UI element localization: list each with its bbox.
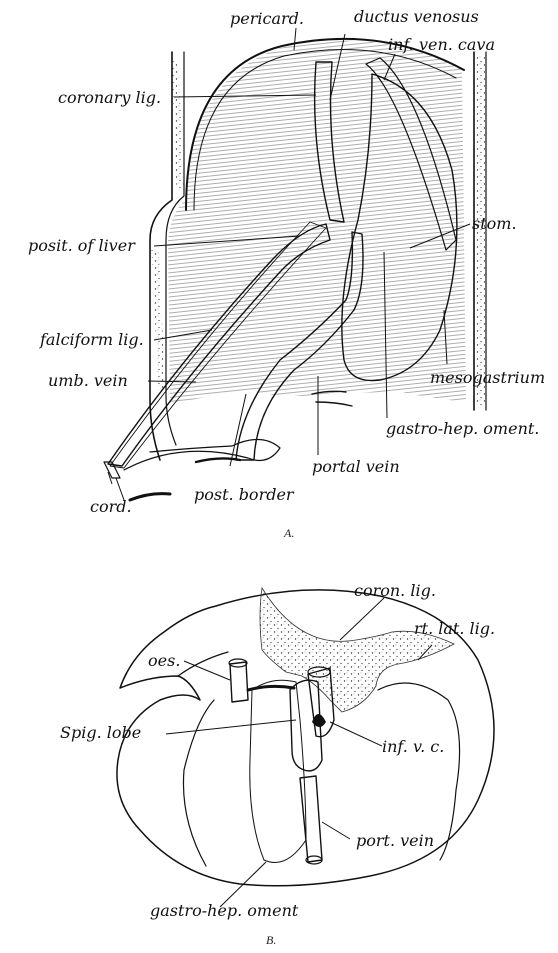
label-posit-of-liver: posit. of liver bbox=[28, 236, 136, 255]
label-coron-lig: coron. lig. bbox=[354, 581, 436, 600]
label-rt-lat-lig: rt. lat. lig. bbox=[414, 619, 495, 638]
label-coronary-lig: coronary lig. bbox=[58, 88, 161, 107]
label-mesogastrium: mesogastrium bbox=[430, 368, 545, 387]
coronary-ligament-area bbox=[260, 588, 454, 712]
caption-b: B. bbox=[266, 933, 276, 947]
label-ductus-venosus: ductus venosus bbox=[354, 7, 479, 26]
label-stom: stom. bbox=[472, 214, 517, 233]
label-oes: oes. bbox=[148, 651, 180, 670]
label-inf-v-c: inf. v. c. bbox=[382, 737, 444, 756]
figure-b: coron. lig. rt. lat. lig. oes. Spig. lob… bbox=[60, 581, 495, 947]
caption-a: A. bbox=[283, 526, 294, 540]
label-gastro-hep-oment-b: gastro-hep. oment bbox=[150, 901, 299, 920]
label-portal-vein: portal vein bbox=[312, 457, 400, 476]
label-spig-lobe: Spig. lobe bbox=[60, 723, 141, 742]
label-pericard: pericard. bbox=[230, 9, 304, 28]
label-port-vein: port. vein bbox=[356, 831, 434, 850]
gastro-hep-oment-region bbox=[250, 680, 306, 862]
figure-a: pericard. ductus venosus inf. ven. cava … bbox=[28, 7, 545, 540]
label-umb-vein: umb. vein bbox=[48, 371, 128, 390]
label-falciform-lig: falciform lig. bbox=[39, 330, 144, 349]
portal-vein-b bbox=[300, 776, 322, 864]
label-gastro-hep-oment: gastro-hep. oment. bbox=[386, 419, 539, 438]
label-inf-ven-cava: inf. ven. cava bbox=[388, 35, 495, 54]
label-post-border: post. border bbox=[194, 485, 295, 504]
label-cord: cord. bbox=[90, 497, 132, 516]
